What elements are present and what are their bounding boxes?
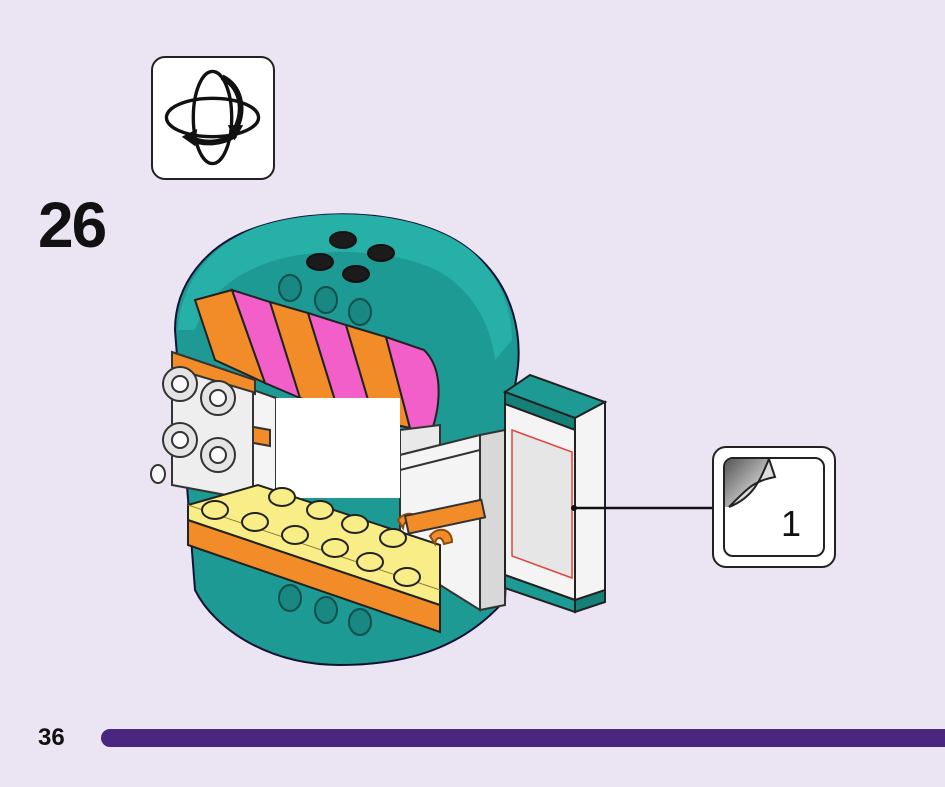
top-dark-studs [306,231,395,283]
sticker-sheet: 1 [723,457,825,557]
rotate-model-icon [164,69,261,166]
yellow-studs [201,487,421,587]
sticker-number: 1 [780,503,801,544]
left-round-studs [150,366,236,484]
progress-bar [101,729,945,747]
page-number: 36 [38,724,65,751]
step-number: 26 [38,189,107,261]
sticker-outline [511,428,573,580]
rotate-indicator-box [151,56,275,180]
orange-clips [396,498,487,547]
sticker-sheet-icon [725,459,777,508]
sticker-callout: 1 [712,446,836,568]
